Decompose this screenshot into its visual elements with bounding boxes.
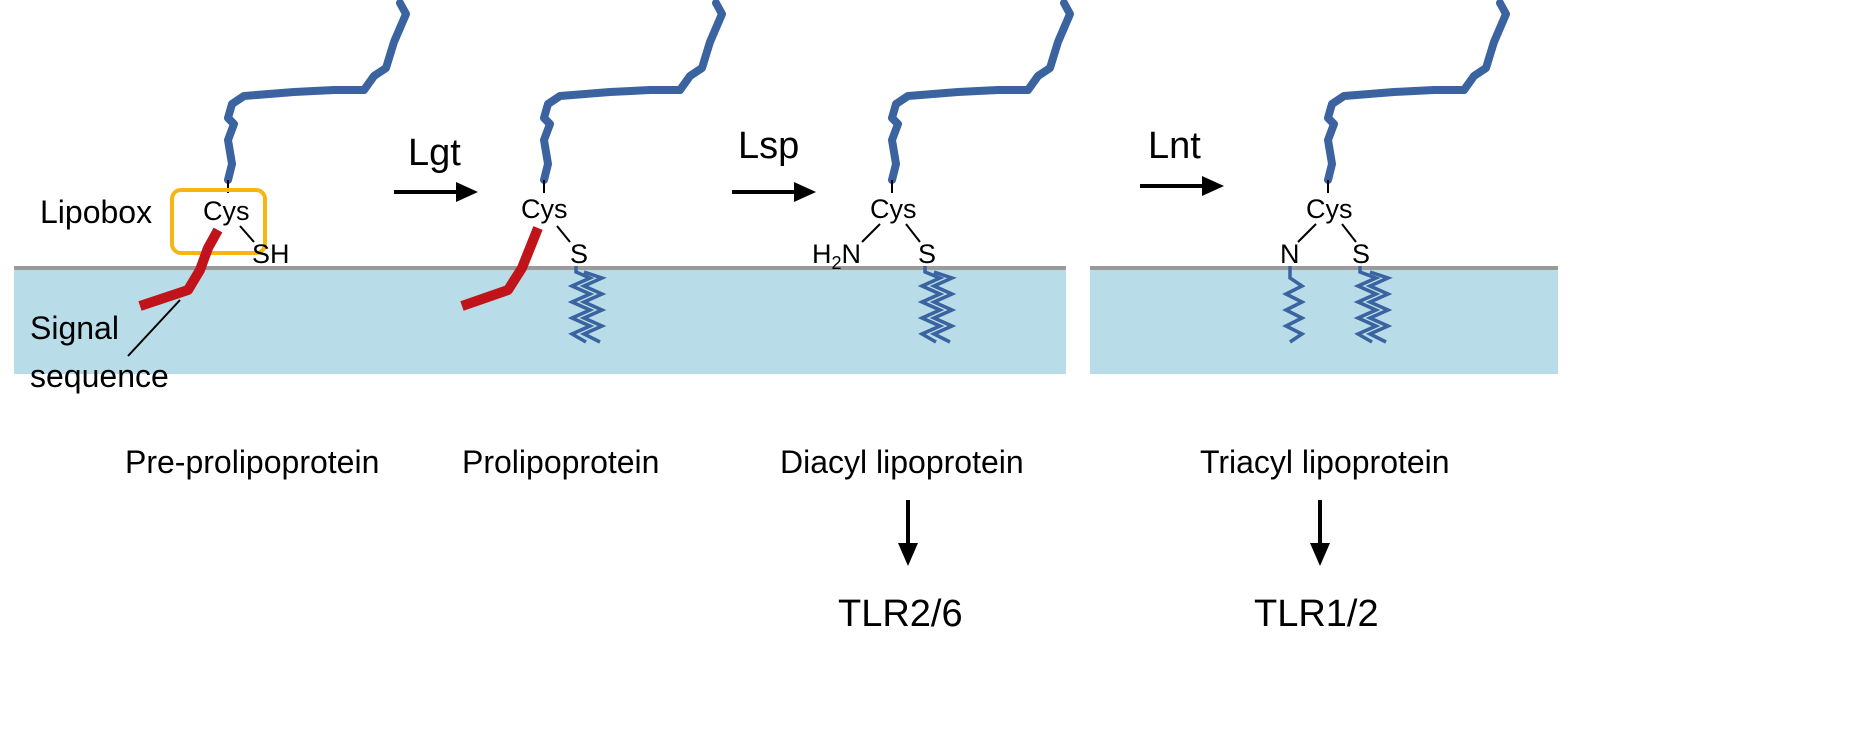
protein-chain [224,0,410,184]
bond-line [556,225,571,243]
arrow-head [898,543,918,566]
h2n-label: H2N [812,239,861,273]
signal-sequence [460,226,543,311]
stage-diacyl-lipoprotein: Cys H2N S Diacyl lipoprotein TLR2/6 [780,0,1074,635]
lipid-chain [1365,270,1393,344]
signal-label-line1: Signal [30,310,119,346]
membrane-left [14,268,1066,374]
stage-label-prolipoprotein: Prolipoprotein [462,444,659,480]
stage-label-pre-prolipoprotein: Pre-prolipoprotein [125,444,379,480]
cys-label: Cys [1306,194,1353,224]
lipid-chain [1282,266,1306,344]
enzyme-label-lnt: Lnt [1148,125,1201,167]
bond-line [905,223,921,243]
enzyme-label-lgt: Lgt [408,132,461,174]
lipid-chain [929,270,957,344]
s-label: S [570,239,588,269]
bond-line [1341,223,1357,243]
stage-prolipoprotein: Cys S Prolipoprotein [460,0,726,480]
stage-label-triacyl-lipoprotein: Triacyl lipoprotein [1200,444,1450,480]
lipid-chain [917,266,945,344]
signal-label-line2: sequence [30,358,169,394]
cys-label: Cys [203,196,250,226]
s-label: S [1352,239,1370,269]
arrow-head [456,182,478,202]
stage-pre-prolipoprotein: Cys SH Lipobox Signal sequence Pre-proli… [30,0,410,480]
s-label: S [918,239,936,269]
membrane-right [1090,268,1558,374]
receptor-label-tlr26: TLR2/6 [838,593,963,635]
arrow-head [1310,543,1330,566]
sh-label: SH [252,239,290,269]
bond-line [861,223,881,243]
n-label: N [1280,239,1300,269]
step-lsp: Lsp [732,125,816,202]
cys-label: Cys [870,194,917,224]
lipid-chain [579,270,607,344]
arrow-head [1202,176,1224,196]
enzyme-label-lsp: Lsp [738,125,799,167]
bond-line [239,225,255,243]
stage-triacyl-lipoprotein: Cys N S Triacyl lipoprotein TLR1/2 [1200,0,1510,635]
lipobox-box [170,188,267,255]
lipobox-label: Lipobox [40,194,152,230]
signal-pointer-line [127,299,181,357]
arrow-head [794,182,816,202]
bond-line [1297,223,1317,243]
step-lnt: Lnt [1140,125,1224,196]
step-lgt: Lgt [394,132,478,202]
protein-chain [1324,0,1510,184]
cys-label: Cys [521,194,568,224]
receptor-label-tlr12: TLR1/2 [1254,593,1379,635]
protein-chain [888,0,1074,184]
stage-label-diacyl-lipoprotein: Diacyl lipoprotein [780,444,1024,480]
signal-sequence [138,227,223,311]
lipid-chain [1353,266,1381,344]
protein-chain [540,0,726,184]
lipid-chain [567,266,595,344]
